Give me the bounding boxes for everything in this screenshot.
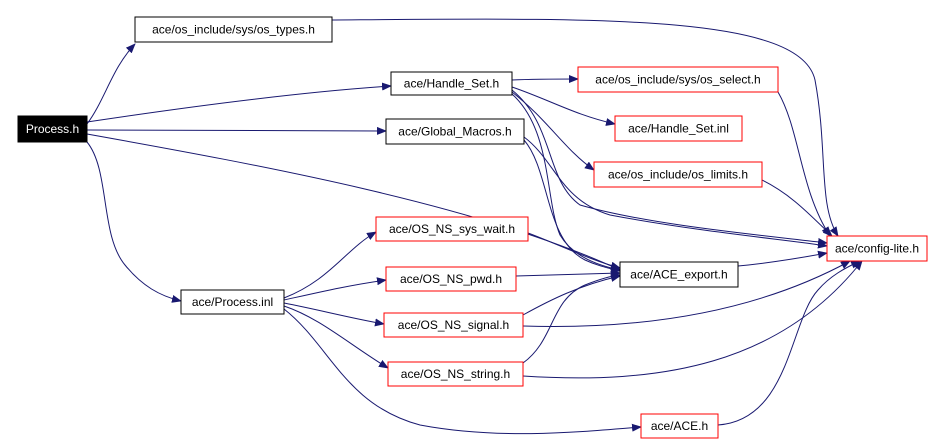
- edge-os-types-to-config-lite: [331, 18, 839, 237]
- edge-process-inl-to-os-ns-pwd: [283, 277, 387, 301]
- node-config-lite[interactable]: ace/config-lite.h: [826, 235, 928, 262]
- node-box: [180, 289, 285, 315]
- node-box: [640, 413, 719, 439]
- node-box: [17, 115, 88, 143]
- node-label: ace/os_include/os_limits.h: [608, 168, 748, 182]
- edge-os-select-to-config-lite: [777, 91, 831, 237]
- edge-os-ns-pwd-to-ace-export: [515, 269, 621, 278]
- edge-global-macros-to-config-lite: [523, 136, 828, 249]
- node-box: [390, 71, 513, 96]
- edge-os-limits-to-config-lite: [761, 179, 833, 237]
- node-process-h[interactable]: Process.h: [17, 115, 88, 143]
- node-box: [383, 312, 524, 338]
- node-os-limits[interactable]: ace/os_include/os_limits.h: [593, 161, 763, 188]
- edge-handle-set-h-to-handle-set-inl: [511, 86, 616, 126]
- node-box: [593, 161, 763, 188]
- node-label: ace/OS_NS_signal.h: [398, 318, 509, 332]
- node-label: ace/OS_NS_pwd.h: [400, 272, 502, 286]
- node-label: ace/config-lite.h: [835, 242, 919, 256]
- node-box: [385, 266, 517, 292]
- edge-process-h-to-os-types: [86, 43, 136, 125]
- node-box: [619, 261, 739, 288]
- edge-process-h-to-ace-export: [86, 133, 621, 271]
- node-box: [385, 118, 525, 145]
- edge-process-h-to-process-inl: [86, 141, 182, 303]
- edge-process-h-to-handle-set-h: [86, 82, 392, 123]
- edge-os-ns-sys-wait-to-ace-export: [527, 232, 621, 270]
- node-handle-set-inl[interactable]: ace/Handle_Set.inl: [614, 115, 743, 142]
- node-os-ns-sys-wait[interactable]: ace/OS_NS_sys_wait.h: [375, 216, 529, 242]
- node-label: ace/os_include/sys/os_select.h: [595, 73, 760, 87]
- edge-process-h-to-global-macros: [86, 126, 387, 135]
- edge-process-inl-to-os-ns-string: [283, 305, 389, 369]
- node-os-ns-pwd[interactable]: ace/OS_NS_pwd.h: [385, 266, 517, 292]
- node-label: ace/ACE_export.h: [630, 268, 727, 282]
- node-box: [134, 16, 333, 43]
- node-label: ace/Handle_Set.inl: [628, 122, 729, 136]
- node-box: [826, 235, 928, 262]
- edge-ace-h-to-config-lite: [717, 260, 861, 426]
- node-label: ace/Handle_Set.h: [404, 77, 499, 91]
- node-global-macros[interactable]: ace/Global_Macros.h: [385, 118, 525, 145]
- node-box: [577, 66, 779, 93]
- nodes-layer: Process.h ace/os_include/sys/os_types.hac…: [17, 16, 928, 439]
- edge-handle-set-h-to-os-select: [511, 75, 579, 84]
- node-os-ns-string[interactable]: ace/OS_NS_string.h: [387, 361, 524, 387]
- node-label: ace/Process.inl: [192, 295, 273, 309]
- node-ace-h[interactable]: ace/ACE.h: [640, 413, 719, 439]
- node-label: ace/OS_NS_sys_wait.h: [389, 222, 515, 236]
- node-os-ns-signal[interactable]: ace/OS_NS_signal.h: [383, 312, 524, 338]
- node-os-select[interactable]: ace/os_include/sys/os_select.h: [577, 66, 779, 93]
- node-label: ace/OS_NS_string.h: [401, 367, 510, 381]
- node-label: ace/os_include/sys/os_types.h: [152, 23, 315, 37]
- node-box: [375, 216, 529, 242]
- edge-handle-set-h-to-config-lite: [511, 89, 828, 246]
- edge-process-inl-to-os-ns-sys-wait: [283, 231, 377, 299]
- edges-layer: [86, 18, 863, 435]
- node-os-types[interactable]: ace/os_include/sys/os_types.h: [134, 16, 333, 43]
- node-handle-set-h[interactable]: ace/Handle_Set.h: [390, 71, 513, 96]
- node-box: [614, 115, 743, 142]
- edge-process-inl-to-ace-h: [283, 308, 642, 435]
- edge-ace-export-to-config-lite: [737, 250, 828, 267]
- node-label: ace/ACE.h: [651, 419, 708, 433]
- node-ace-export[interactable]: ace/ACE_export.h: [619, 261, 739, 288]
- node-label: Process.h: [26, 122, 79, 136]
- edge-os-ns-string-to-config-lite: [522, 260, 863, 379]
- node-label: ace/Global_Macros.h: [398, 125, 511, 139]
- edge-os-ns-signal-to-ace-export: [522, 274, 621, 316]
- edge-os-ns-signal-to-config-lite: [522, 260, 851, 327]
- node-process-inl[interactable]: ace/Process.inl: [180, 289, 285, 315]
- edge-os-ns-string-to-ace-export: [522, 271, 621, 364]
- node-box: [387, 361, 524, 387]
- edge-process-inl-to-os-ns-signal: [283, 302, 385, 327]
